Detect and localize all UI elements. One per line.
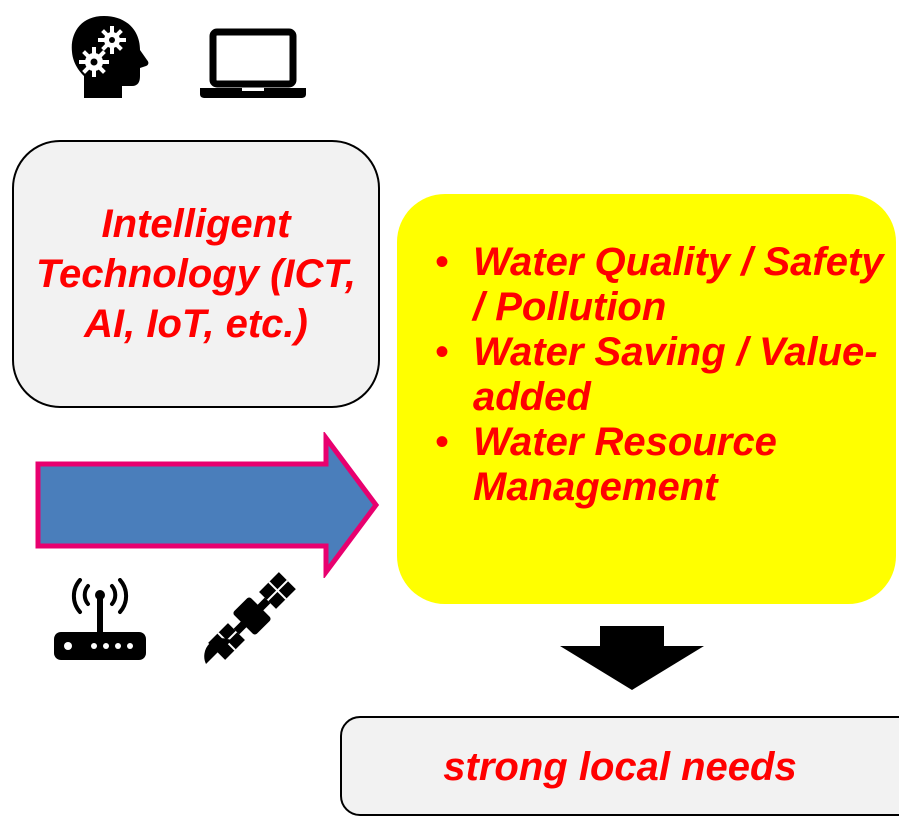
list-item: • Water Saving / Value-added (421, 330, 891, 420)
list-item: • Water Resource Management (421, 420, 891, 510)
water-needs-list: • Water Quality / Safety / Pollution • W… (421, 240, 891, 510)
head-gears-icon (68, 14, 150, 100)
right-arrow-icon (30, 432, 382, 578)
local-needs-label: strong local needs (443, 745, 797, 789)
list-item: • Water Quality / Safety / Pollution (421, 240, 891, 330)
needs-item-label: Water Resource Management (473, 420, 777, 509)
needs-item-label: Water Quality / Safety / Pollution (473, 240, 884, 329)
local-needs-box: strong local needs (340, 716, 899, 816)
technology-label: Intelligent Technology (ICT, AI, IoT, et… (36, 202, 356, 346)
satellite-icon (196, 564, 308, 668)
laptop-icon (198, 28, 308, 100)
needs-item-label: Water Saving / Value-added (473, 330, 878, 419)
water-needs-box: • Water Quality / Safety / Pollution • W… (397, 194, 896, 604)
wifi-router-icon (52, 578, 148, 662)
bullet-icon: • (435, 420, 450, 464)
bullet-icon: • (435, 330, 450, 374)
technology-box: Intelligent Technology (ICT, AI, IoT, et… (12, 140, 380, 408)
down-arrow-icon (560, 626, 704, 690)
bullet-icon: • (435, 240, 450, 284)
